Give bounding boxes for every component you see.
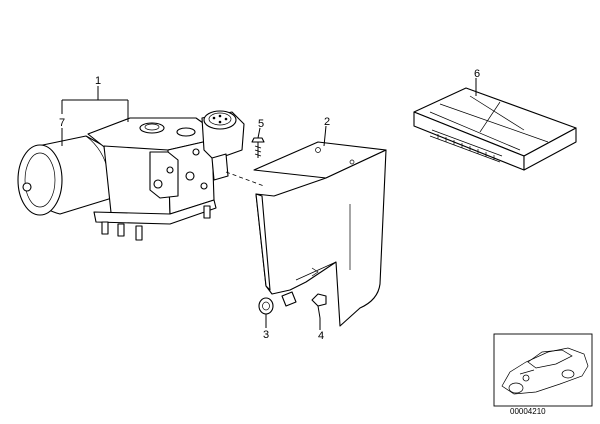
- callout-7: 7: [59, 117, 65, 129]
- vehicle-location-inset[interactable]: [493, 333, 593, 407]
- accumulator-cylinder[interactable]: [17, 135, 113, 216]
- callout-4: 4: [318, 330, 324, 342]
- callout-1: 1: [95, 75, 101, 87]
- callout-5: 5: [258, 118, 264, 130]
- callout-3: 3: [263, 329, 269, 341]
- connector-pins: [437, 134, 495, 160]
- screw-part-5[interactable]: [251, 137, 265, 158]
- callout-6: 6: [474, 68, 480, 80]
- electrical-connector[interactable]: [201, 110, 245, 181]
- mounting-bracket[interactable]: [253, 141, 387, 327]
- assembly-line: [225, 171, 265, 187]
- callout-2: 2: [324, 116, 330, 128]
- nut-part-3[interactable]: [258, 291, 297, 315]
- hydraulic-unit[interactable]: [87, 117, 217, 241]
- control-module[interactable]: [413, 87, 577, 171]
- leader-lines: [61, 78, 477, 330]
- document-number: 00004210: [510, 407, 546, 416]
- bolt-part-4[interactable]: [311, 293, 327, 319]
